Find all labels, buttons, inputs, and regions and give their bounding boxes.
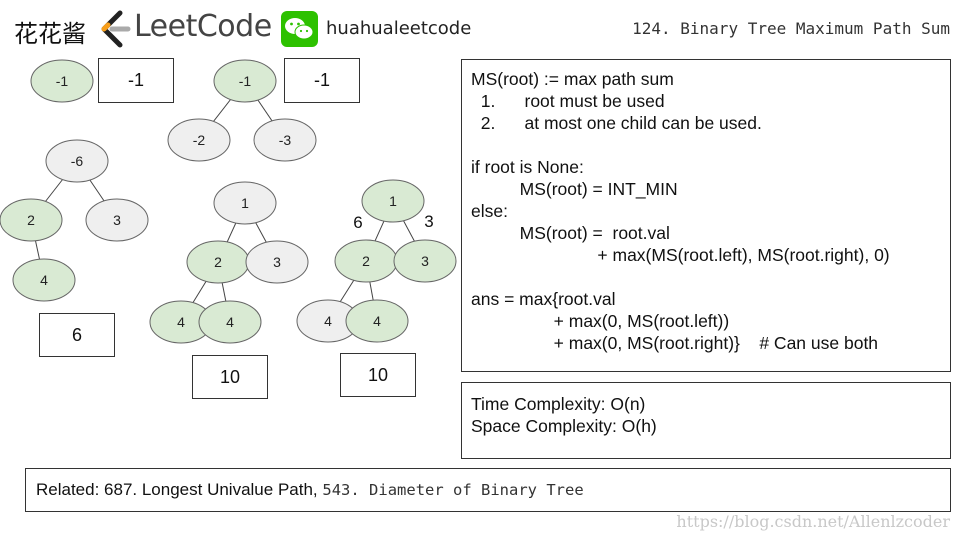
def-line: MS(root) = root.val [471, 223, 670, 243]
time-complexity: Time Complexity: O(n) [471, 394, 646, 414]
def-line: MS(root) := max path sum [471, 69, 674, 89]
related-mono-text: 543. Diameter of Binary Tree [322, 481, 584, 499]
tree-node-label: 4 [40, 272, 48, 288]
tree-node-unused [45, 139, 109, 183]
wechat-icon [281, 11, 318, 47]
tree-node-label: 3 [113, 212, 121, 228]
def-line: + max(0, MS(root.left)) [471, 311, 730, 331]
tree-node-label: 3 [421, 253, 429, 269]
tree-node-label: -6 [71, 153, 84, 169]
tree-node-label: 1 [389, 193, 397, 209]
tree-node-unused [167, 118, 231, 162]
result-box-t5: 10 [340, 353, 416, 397]
tree-node-used [30, 59, 94, 103]
tree-node-label: 2 [362, 253, 370, 269]
tree-node-unused [85, 198, 149, 242]
result-box-t2: -1 [284, 58, 360, 103]
def-line: + max(MS(root.left), MS(root.right), 0) [471, 245, 890, 265]
result-box-t1: -1 [98, 58, 174, 103]
watermark: https://blog.csdn.net/Allenlzcoder [676, 512, 950, 531]
tree-node-label: 4 [226, 314, 234, 330]
related-panel: Related: 687. Longest Univalue Path, 543… [25, 468, 951, 512]
tree-node-unused [213, 181, 277, 225]
tree-t2: -1 -2 -3 [167, 59, 317, 162]
tree-node-label: 4 [177, 314, 185, 330]
space-complexity: Space Complexity: O(h) [471, 416, 657, 436]
def-line [471, 134, 950, 156]
branch-sum-annotation: 6 [353, 213, 362, 232]
def-line: ans = max{root.val [471, 289, 616, 309]
def-line: MS(root) = INT_MIN [471, 179, 678, 199]
tree-t5: 1 2 3 4 4 6 3 [296, 179, 457, 343]
tree-node-label: 2 [214, 254, 222, 270]
wechat-handle: huahualeetcode [326, 18, 472, 39]
definition-panel: MS(root) := max path sum 1. root must be… [461, 59, 951, 372]
def-line: + max(0, MS(root.right)} # Can use both [471, 333, 879, 353]
tree-node-label: 4 [373, 313, 381, 329]
tree-node-unused [245, 240, 309, 284]
tree-node-label: -1 [239, 73, 252, 89]
tree-t4: 1 2 3 4 4 [149, 181, 309, 344]
tree-node-label: 4 [324, 313, 332, 329]
def-line: 2. at most one child can be used. [471, 113, 762, 133]
brand-title: 花花酱 [14, 20, 86, 48]
tree-node-label: -1 [56, 73, 69, 89]
def-line: 1. root must be used [471, 91, 665, 111]
tree-node-label: 3 [273, 254, 281, 270]
leetcode-logo-text: LeetCode [134, 9, 272, 44]
tree-node-used [361, 179, 425, 223]
tree-node-used [213, 59, 277, 103]
related-text: Related: 687. Longest Univalue Path, [36, 480, 323, 499]
result-box-t3: 6 [39, 313, 115, 357]
tree-node-label: 1 [241, 195, 249, 211]
tree-t3: -6 2 3 4 [0, 139, 149, 302]
tree-node-label: 2 [27, 212, 35, 228]
tree-node-used [0, 198, 63, 242]
tree-node-label: -2 [193, 132, 206, 148]
tree-node-unused [253, 118, 317, 162]
tree-node-used [393, 239, 457, 283]
tree-node-used [198, 300, 262, 344]
slide-title: 124. Binary Tree Maximum Path Sum [632, 19, 950, 38]
def-line: else: [471, 201, 508, 221]
leetcode-logo-icon [98, 10, 132, 48]
tree-node-used [12, 258, 76, 302]
tree-t1: -1 [30, 59, 94, 103]
def-line: if root is None: [471, 157, 584, 177]
tree-node-label: -3 [279, 132, 292, 148]
tree-node-used [345, 299, 409, 343]
result-box-t4: 10 [192, 355, 268, 399]
def-line [471, 266, 950, 288]
complexity-panel: Time Complexity: O(n) Space Complexity: … [461, 382, 951, 459]
branch-sum-annotation: 3 [424, 212, 433, 231]
